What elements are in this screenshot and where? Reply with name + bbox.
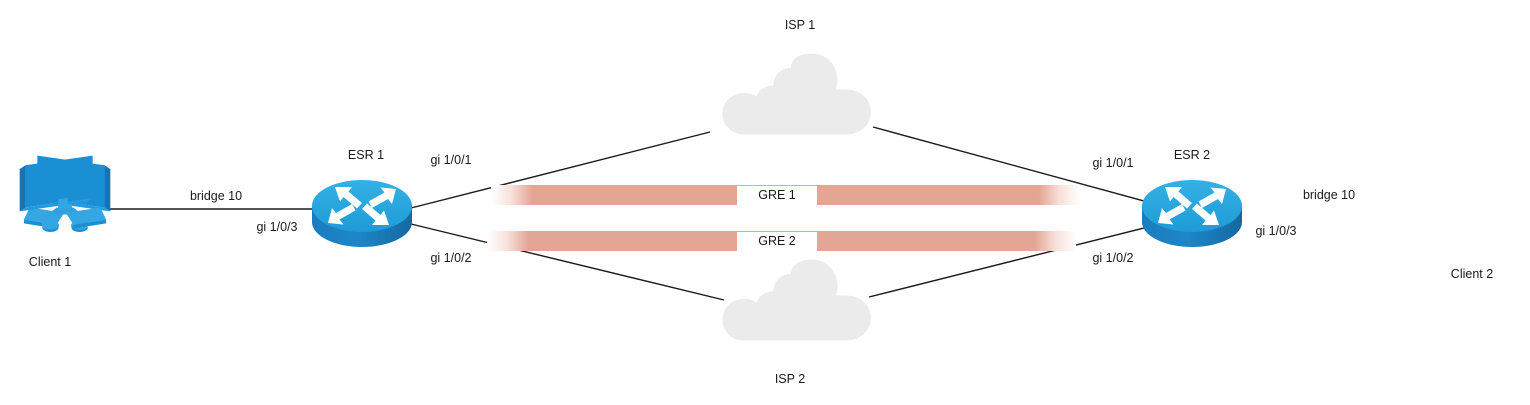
node-esr-2[interactable]: ESR 2 — [1142, 148, 1242, 247]
isp-2-label: ISP 2 — [775, 372, 805, 386]
label-gi-right-bridge: gi 1/0/3 — [1255, 224, 1296, 238]
label-gi-esr1-isp2: gi 1/0/2 — [430, 251, 471, 265]
node-isp-2[interactable]: ISP 2 — [722, 259, 871, 386]
isp-2-cloud-icon — [722, 259, 871, 341]
client-2-label: Client 2 — [1451, 267, 1493, 281]
label-gi-esr1-isp1: gi 1/0/1 — [430, 153, 471, 167]
node-client-2[interactable]: Client 2 — [19, 155, 1494, 281]
node-client-1[interactable]: Client 1 — [23, 155, 111, 269]
esr-2-router-icon — [1142, 180, 1242, 247]
label-bridge-left: bridge 10 — [190, 189, 242, 203]
label-bridge-right: bridge 10 — [1303, 188, 1355, 202]
esr-1-router-icon — [312, 180, 412, 247]
label-gi-left-bridge: gi 1/0/3 — [256, 220, 297, 234]
gre-tunnel-2-label: GRE 2 — [758, 234, 796, 248]
link-esr1-isp2 — [410, 223, 725, 301]
gre-tunnel-2: GRE 2 — [487, 231, 1076, 251]
gre-tunnel-1-label: GRE 1 — [758, 188, 796, 202]
link-isp2-esr2 — [868, 225, 1153, 298]
client-1-label: Client 1 — [29, 255, 71, 269]
link-esr1-isp1 — [410, 131, 711, 209]
label-gi-esr2-isp2: gi 1/0/2 — [1092, 251, 1133, 265]
esr-1-label: ESR 1 — [348, 148, 384, 162]
isp-1-label: ISP 1 — [785, 18, 815, 32]
label-gi-esr2-isp1: gi 1/0/1 — [1092, 156, 1133, 170]
node-isp-1[interactable]: ISP 1 — [722, 18, 871, 135]
gre-tunnel-2-label-bg — [737, 232, 817, 251]
gre-tunnel-1: GRE 1 — [491, 185, 1080, 205]
isp-1-cloud-icon — [722, 53, 871, 135]
link-isp1-esr2 — [872, 126, 1156, 205]
esr-2-label: ESR 2 — [1174, 148, 1210, 162]
node-esr-1[interactable]: ESR 1 — [312, 148, 412, 247]
gre-tunnel-1-label-bg — [737, 186, 817, 205]
